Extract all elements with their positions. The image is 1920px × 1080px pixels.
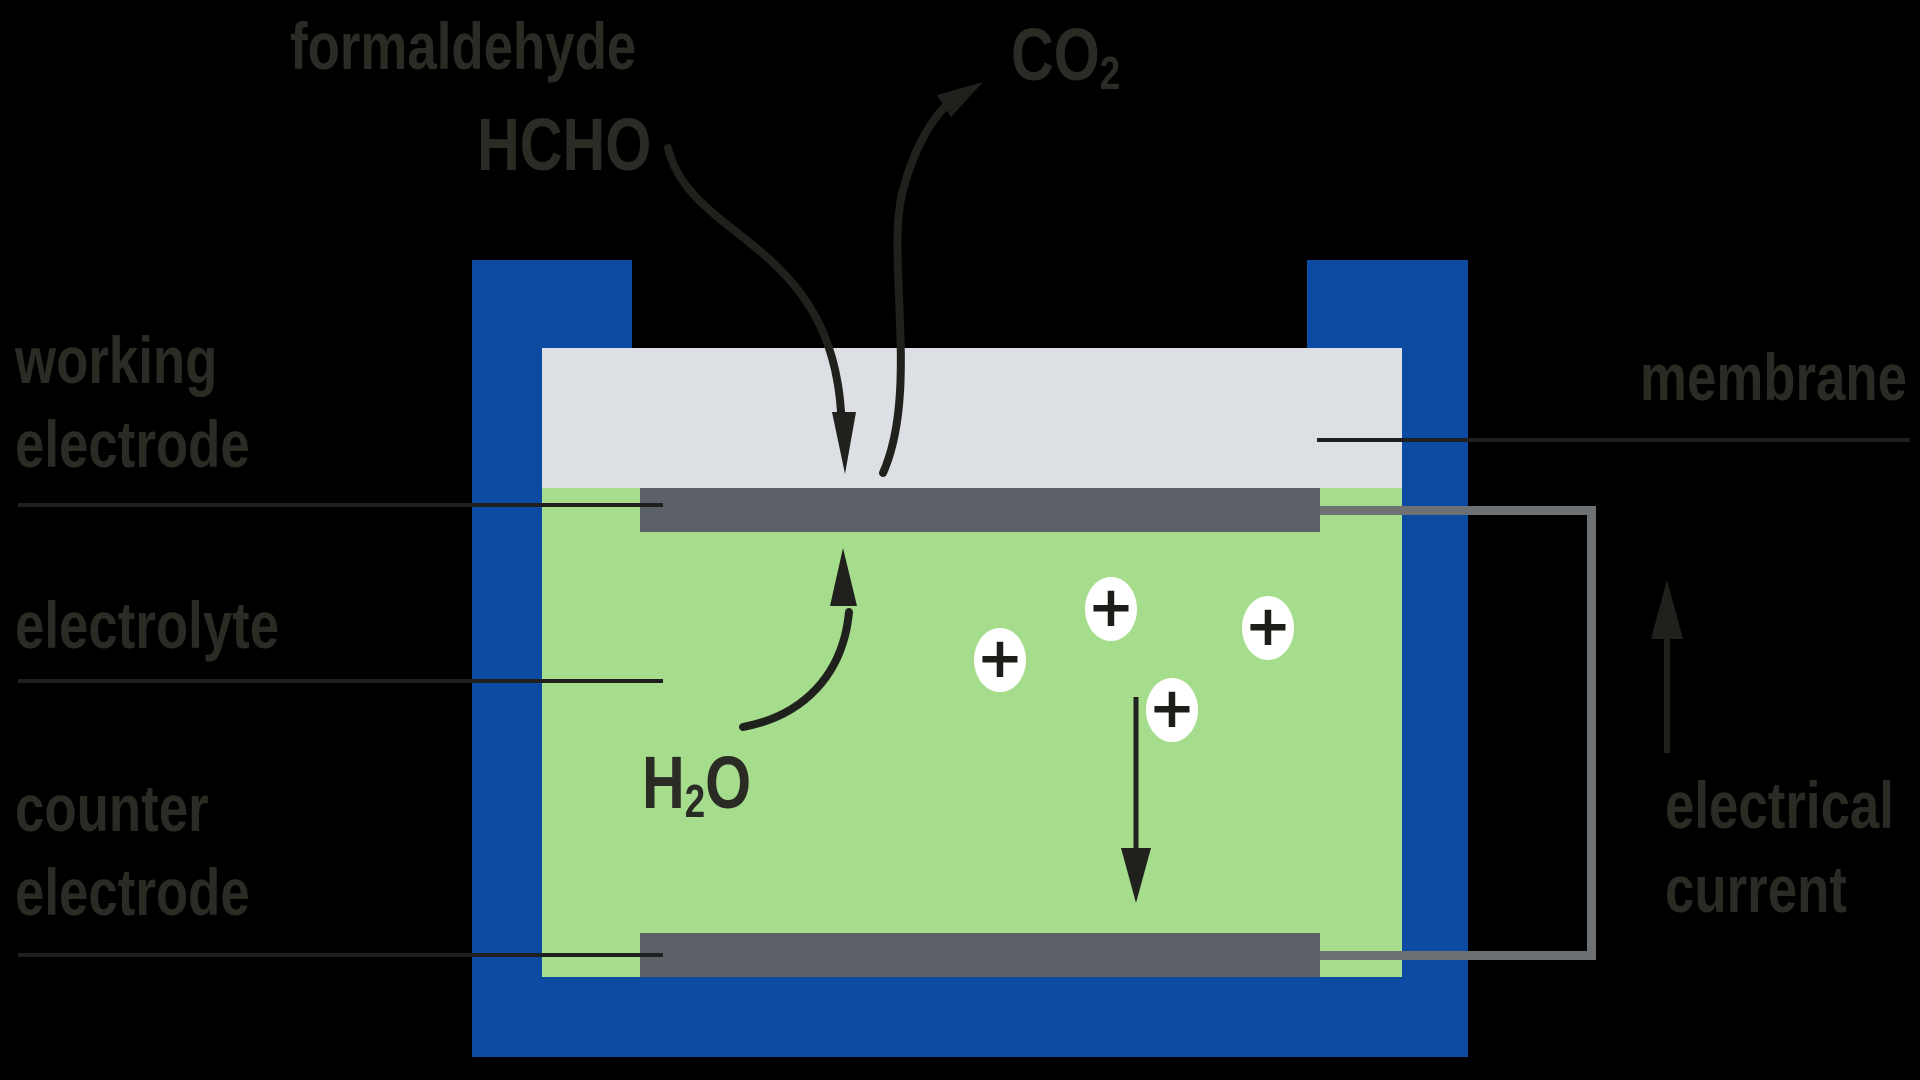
hcho-arrow-shaft bbox=[664, 144, 845, 416]
plus-symbol: + bbox=[1244, 593, 1292, 659]
h2o-subscript: 2 bbox=[684, 775, 706, 827]
co2-arrowhead bbox=[937, 82, 983, 117]
container-left-lip bbox=[472, 260, 632, 348]
counter-electrode-label: counter electrode bbox=[15, 766, 250, 934]
working-electrode-leader-line bbox=[18, 503, 663, 507]
working-electrode-label: working electrode bbox=[15, 318, 250, 486]
h2o-label: H2O bbox=[642, 746, 751, 838]
electrical-current-line2: current bbox=[1665, 852, 1847, 926]
plus-symbol: + bbox=[976, 625, 1024, 691]
electrical-current-line1: electrical bbox=[1665, 768, 1894, 842]
electrolyte-leader-line bbox=[18, 679, 663, 683]
ion-arrowhead bbox=[1121, 848, 1151, 903]
working-electrode-line2: electrode bbox=[15, 407, 250, 481]
current-arrowhead bbox=[1651, 580, 1683, 639]
container-right-lip bbox=[1307, 260, 1468, 348]
counter-electrode-bar bbox=[640, 933, 1320, 977]
electrolyte-label: electrolyte bbox=[15, 588, 280, 662]
positive-ion: + bbox=[1085, 574, 1137, 641]
electrical-current-label: electrical current bbox=[1665, 763, 1894, 931]
h2o-arrow-shaft bbox=[739, 608, 853, 731]
working-electrode-bar bbox=[640, 488, 1320, 532]
co2-label: CO2 bbox=[1011, 18, 1120, 110]
hcho-label: HCHO bbox=[477, 103, 652, 186]
h2o-h: H bbox=[642, 741, 685, 824]
h2o-arrowhead bbox=[830, 548, 857, 606]
membrane-leader-line bbox=[1317, 438, 1910, 442]
plus-symbol: + bbox=[1087, 574, 1135, 640]
electrolyte-area bbox=[542, 488, 1402, 977]
positive-ion: + bbox=[974, 625, 1026, 692]
wire-vertical bbox=[1587, 506, 1596, 960]
wire-bottom bbox=[1320, 951, 1596, 960]
working-electrode-line1: working bbox=[15, 323, 218, 397]
wire-top bbox=[1320, 506, 1596, 515]
h2o-o: O bbox=[705, 741, 752, 824]
counter-electrode-line2: electrode bbox=[15, 855, 250, 929]
membrane-layer bbox=[542, 348, 1402, 488]
plus-symbol: + bbox=[1148, 675, 1196, 741]
container-bottom bbox=[472, 977, 1468, 1057]
co2-main: CO bbox=[1011, 13, 1100, 96]
container-left-wall bbox=[472, 260, 542, 1057]
co2-subscript: 2 bbox=[1099, 47, 1121, 99]
positive-ion: + bbox=[1146, 675, 1198, 742]
container-right-wall bbox=[1402, 260, 1468, 1057]
positive-ion: + bbox=[1242, 593, 1294, 660]
membrane-label: membrane bbox=[1640, 340, 1908, 414]
formaldehyde-label: formaldehyde bbox=[290, 9, 637, 83]
hcho-arrowhead bbox=[832, 412, 856, 474]
counter-electrode-leader-line bbox=[18, 953, 663, 957]
co2-arrow-shaft bbox=[879, 100, 952, 477]
counter-electrode-line1: counter bbox=[15, 771, 209, 845]
